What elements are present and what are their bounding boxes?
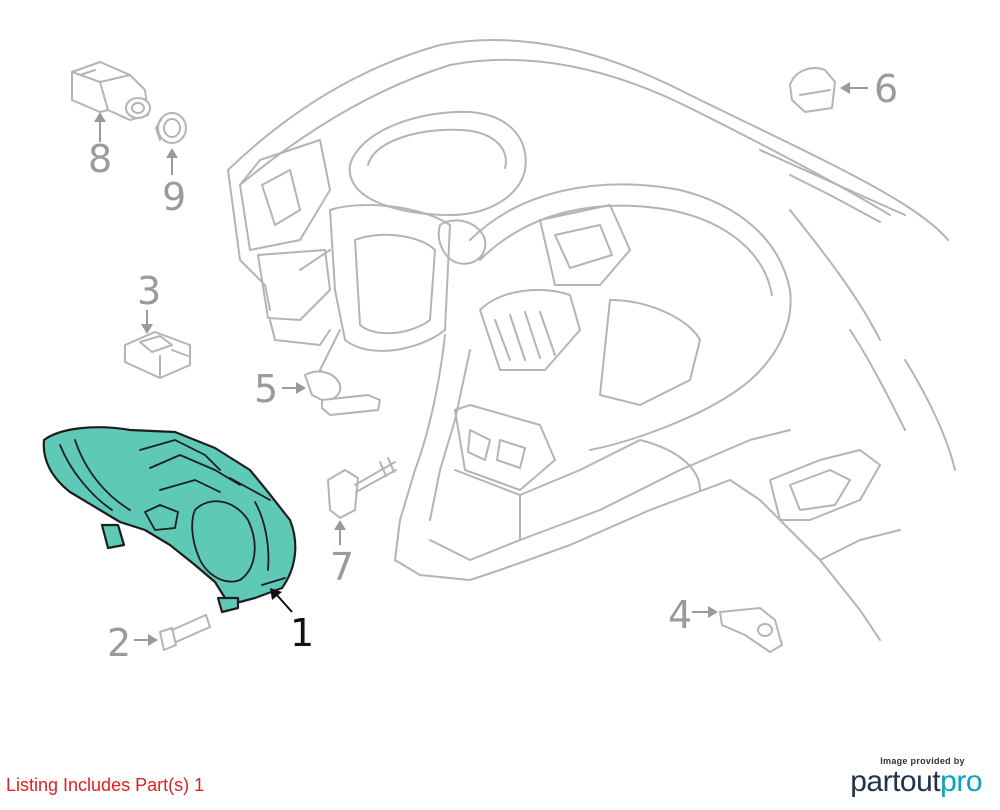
callout-6: 6 (840, 67, 898, 111)
part-8-switch (71, 61, 151, 121)
callout-8: 8 (88, 112, 112, 181)
partoutpro-logo: partoutpro (850, 766, 982, 798)
part-3-switch (124, 331, 191, 379)
svg-text:2: 2 (107, 621, 131, 665)
dashboard-outline (227, 39, 956, 641)
callout-2: 2 (107, 621, 158, 665)
svg-text:4: 4 (668, 593, 692, 637)
logo-pro: pro (940, 765, 982, 798)
svg-text:7: 7 (330, 545, 354, 589)
logo-out: out (899, 765, 941, 798)
svg-text:1: 1 (290, 611, 314, 655)
part-1-instrument-cluster (42, 426, 297, 614)
part-5-clip (304, 370, 381, 416)
svg-text:5: 5 (254, 367, 278, 411)
callout-1: 1 (270, 588, 314, 655)
callout-4: 4 (668, 593, 718, 637)
callout-5: 5 (254, 367, 306, 411)
part-6-cap (789, 67, 836, 113)
part-9-socket (155, 112, 187, 144)
svg-text:3: 3 (137, 269, 161, 313)
svg-text:8: 8 (88, 137, 112, 181)
listing-includes-text: Listing Includes Part(s) 1 (6, 775, 205, 795)
part-7-bulb-holder (327, 457, 397, 519)
callout-3: 3 (137, 269, 161, 334)
callout-9: 9 (162, 148, 186, 219)
svg-text:6: 6 (874, 67, 898, 111)
image-credit: Image provided by partoutpro (850, 756, 982, 798)
callout-7: 7 (330, 520, 354, 589)
credit-caption: Image provided by (880, 756, 965, 766)
svg-text:9: 9 (162, 175, 186, 219)
logo-part: part (850, 765, 900, 798)
part-2-screw (159, 614, 211, 651)
part-4-bracket (719, 607, 783, 653)
